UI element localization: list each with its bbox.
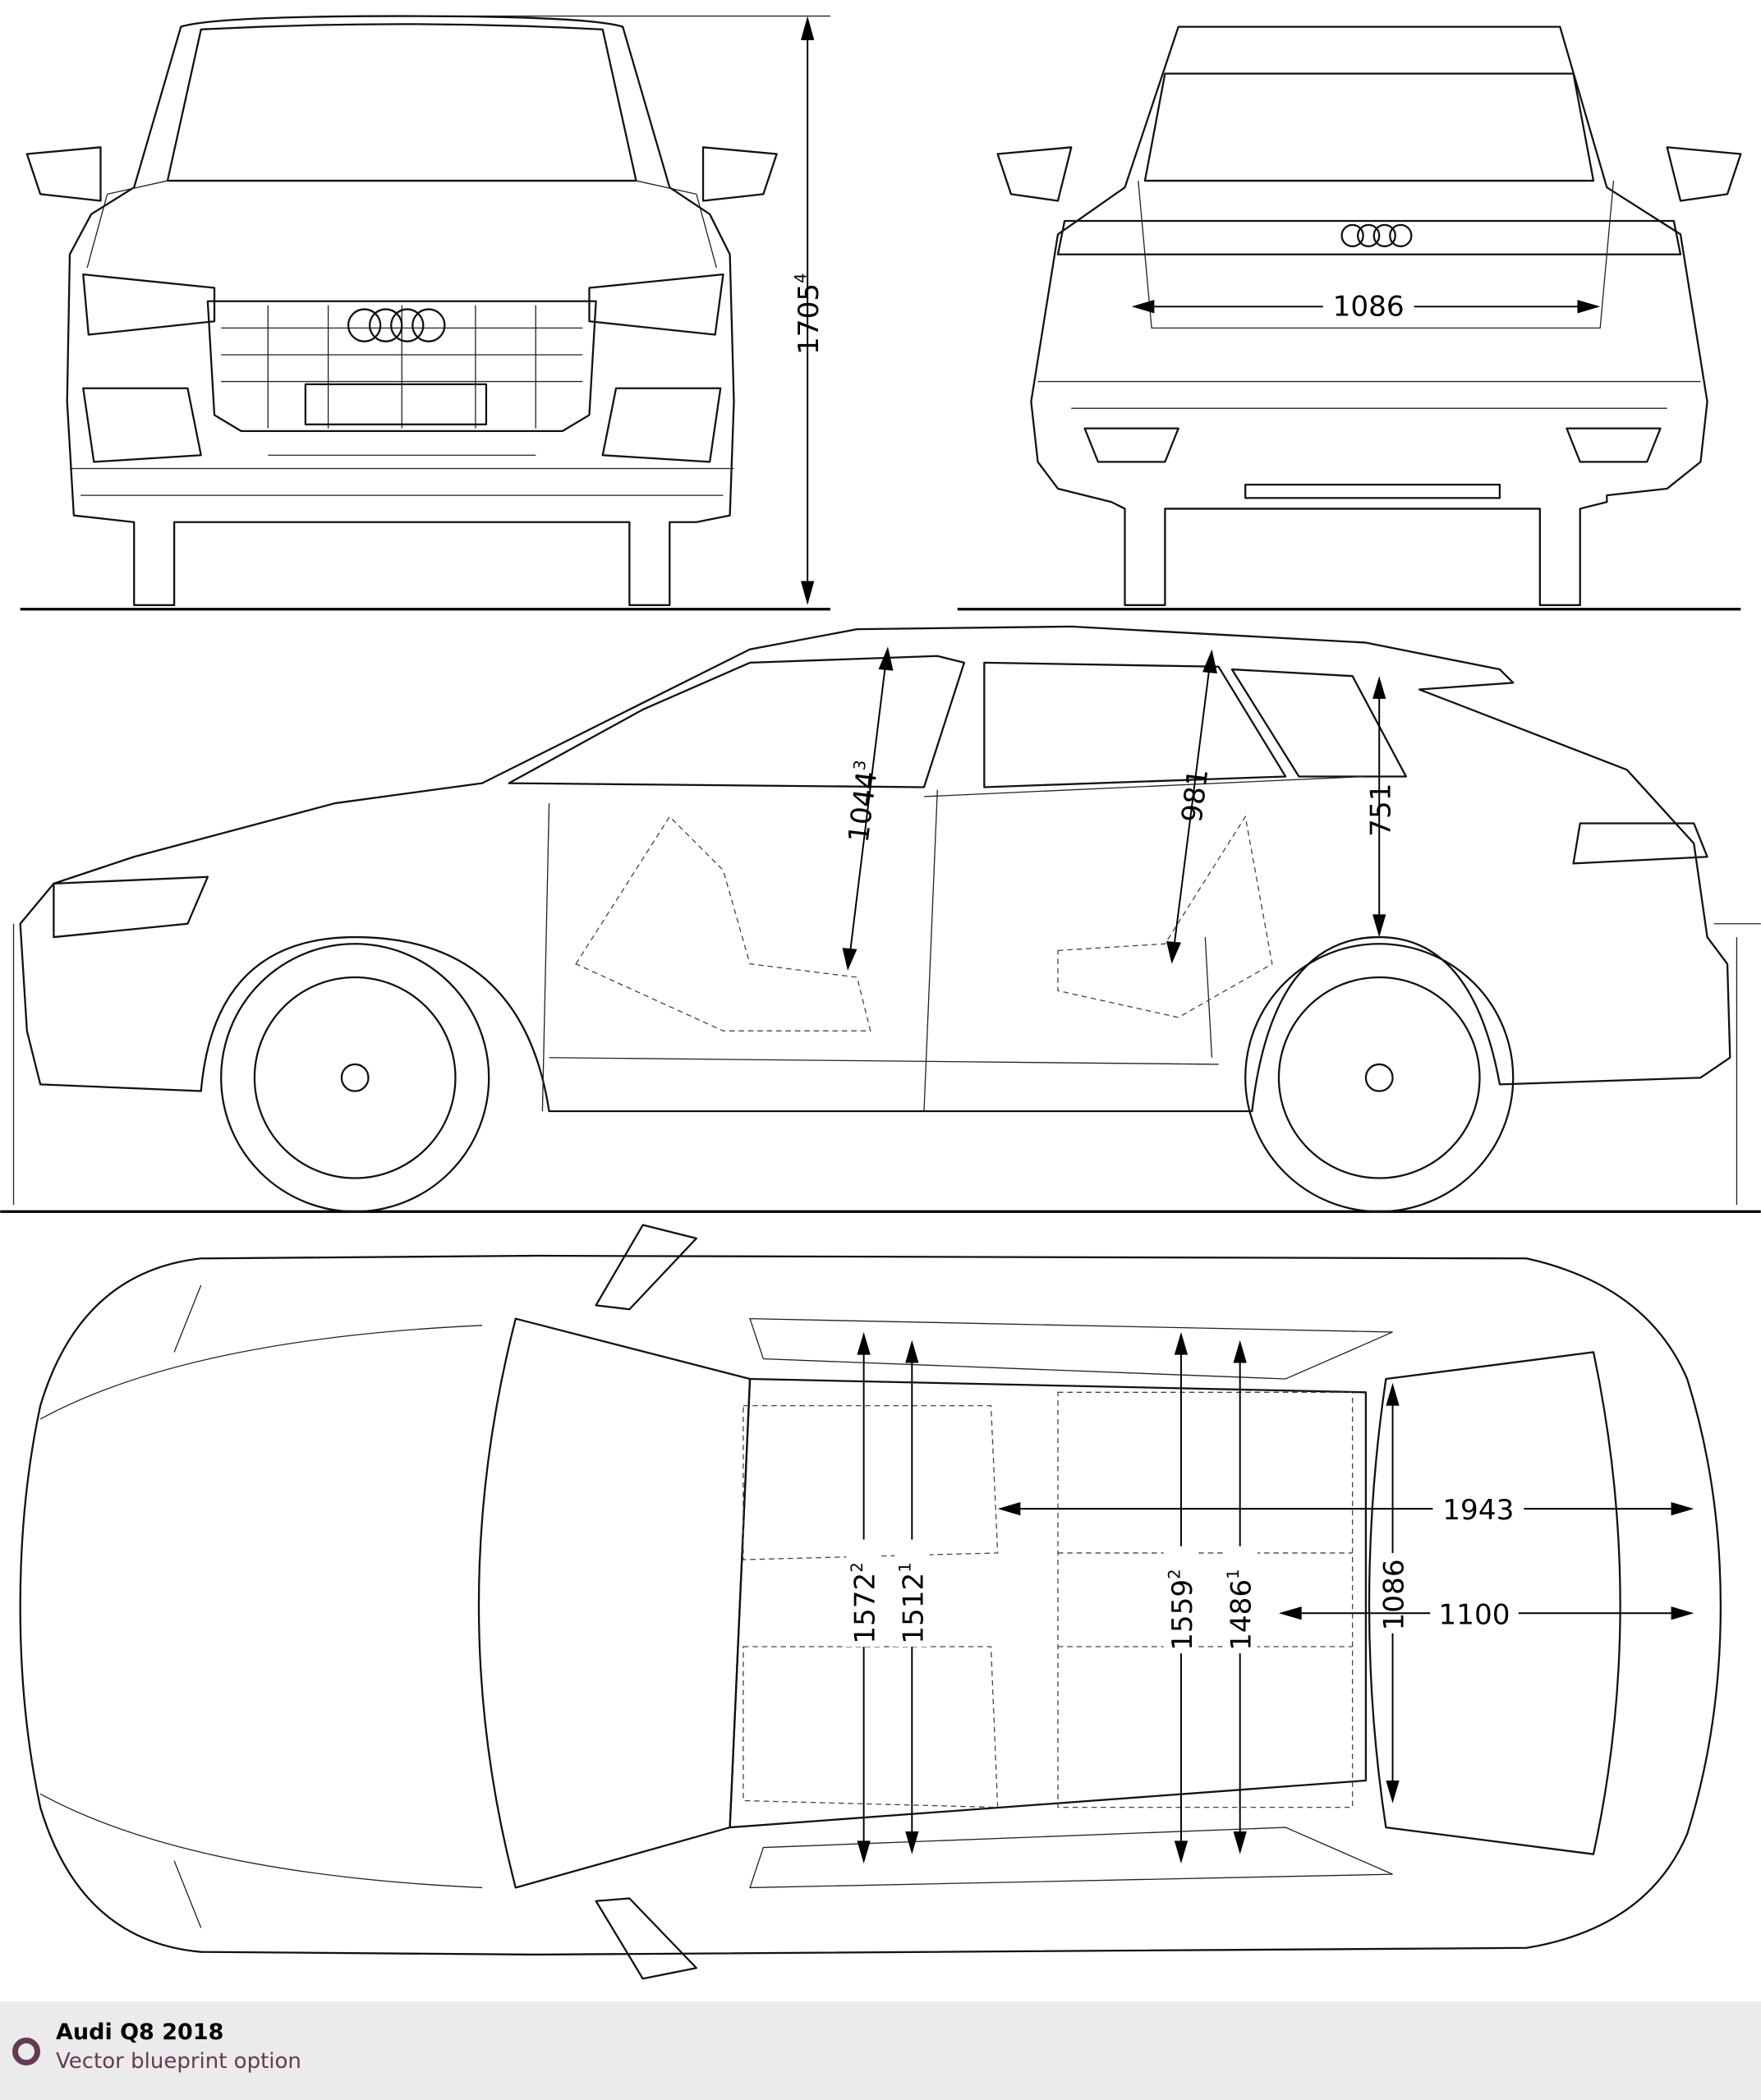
dim-value: 1100 (1438, 1598, 1510, 1631)
dim-note: 2 (1165, 1569, 1184, 1578)
svg-text:17054: 17054 (792, 273, 826, 355)
svg-text:10443: 10443 (841, 759, 885, 844)
side-view (0, 625, 1761, 1213)
dim-note: 2 (848, 1562, 867, 1572)
top-view (19, 1224, 1722, 1980)
dim-note: 1 (896, 1562, 915, 1572)
side-dimensions: 10443 981 751 (841, 646, 1397, 971)
front-height-dimension: 17054 (792, 16, 826, 605)
dim-note: 1 (1224, 1569, 1243, 1578)
dim-value: 1086 (1378, 1559, 1411, 1630)
footer-title: Audi Q8 2018 (56, 2020, 224, 2045)
svg-text:15592: 15592 (1165, 1569, 1199, 1651)
dim-value: 1512 (897, 1573, 930, 1644)
dim-value: 751 (1364, 783, 1397, 836)
dim-note: 3 (850, 759, 870, 771)
dim-value: 1559 (1166, 1579, 1199, 1651)
svg-text:14861: 14861 (1224, 1569, 1258, 1651)
dim-note: 4 (792, 273, 811, 283)
dim-value: 981 (1176, 767, 1216, 825)
svg-text:15121: 15121 (896, 1562, 931, 1644)
ring-icon (12, 2038, 40, 2066)
top-dimensions: 15722 15121 15592 14861 1086 1943 1100 (846, 1331, 1694, 1864)
svg-text:15722: 15722 (848, 1562, 882, 1644)
dim-value: 1044 (843, 770, 884, 844)
footer-bar: Audi Q8 2018 Vector blueprint option (0, 2001, 1761, 2100)
blueprint-drawing: 17054 1086 10443 (0, 15, 1761, 1980)
front-view (20, 15, 830, 611)
rear-view (957, 25, 1742, 611)
dim-value: 1705 (793, 283, 825, 355)
dim-value: 1943 (1442, 1494, 1514, 1527)
dim-value: 1572 (849, 1573, 882, 1644)
footer-subtitle: Vector blueprint option (56, 2049, 301, 2074)
dim-value: 1086 (1333, 291, 1405, 324)
rear-width-dimension: 1086 (1131, 291, 1601, 324)
dim-value: 1486 (1225, 1579, 1258, 1651)
